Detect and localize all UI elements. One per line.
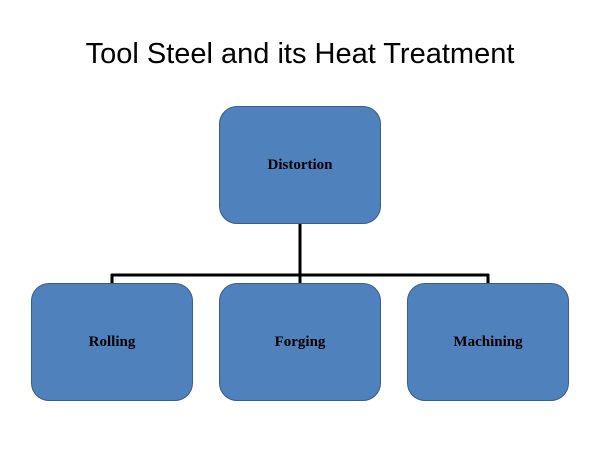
node-rolling-label: Rolling xyxy=(88,333,136,350)
node-distortion-label: Distortion xyxy=(267,156,333,173)
node-distortion: Distortion xyxy=(219,106,381,224)
node-machining-label: Machining xyxy=(453,333,523,350)
node-machining: Machining xyxy=(407,283,569,401)
slide-title: Tool Steel and its Heat Treatment xyxy=(85,38,515,70)
node-forging: Forging xyxy=(219,283,381,401)
node-rolling: Rolling xyxy=(31,283,193,401)
node-forging-label: Forging xyxy=(274,333,326,350)
